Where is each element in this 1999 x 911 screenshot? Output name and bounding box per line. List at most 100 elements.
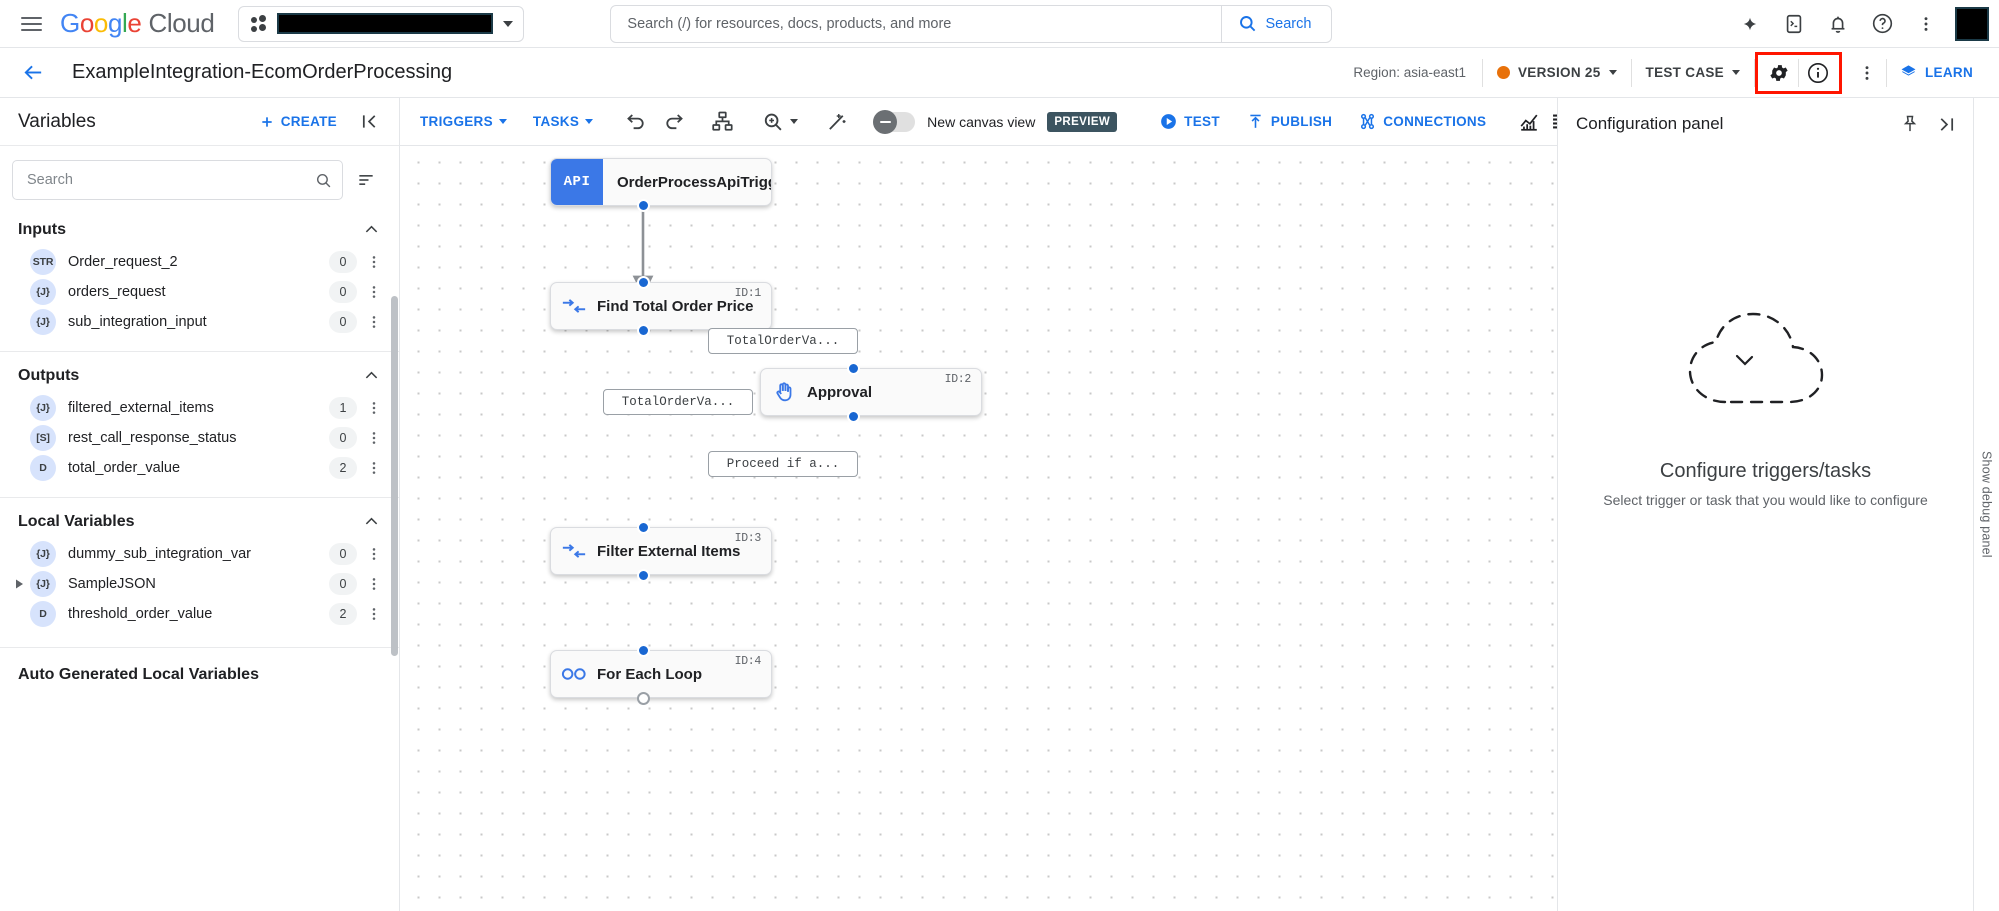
- node-output-port[interactable]: [847, 410, 860, 423]
- metrics-chart-icon[interactable]: [1518, 103, 1540, 141]
- tasks-menu-button[interactable]: TASKS: [521, 105, 605, 139]
- chevron-up-icon[interactable]: [362, 512, 381, 531]
- avatar[interactable]: [1955, 6, 1989, 41]
- variable-more-icon[interactable]: [363, 279, 385, 305]
- page-more-vert-icon[interactable]: [1848, 54, 1886, 92]
- notifications-bell-icon[interactable]: [1819, 5, 1857, 43]
- test-case-selector[interactable]: TEST CASE: [1632, 56, 1754, 90]
- variable-count: 2: [329, 603, 357, 625]
- variable-more-icon[interactable]: [363, 249, 385, 275]
- config-empty-subtitle: Select trigger or task that you would li…: [1603, 492, 1928, 508]
- hamburger-menu-icon[interactable]: [14, 7, 48, 41]
- variable-more-icon[interactable]: [363, 395, 385, 421]
- variable-row[interactable]: {J} orders_request 0: [0, 277, 399, 307]
- sort-filter-icon[interactable]: [351, 165, 381, 195]
- variable-more-icon[interactable]: [363, 455, 385, 481]
- learn-button[interactable]: LEARN: [1887, 63, 1985, 82]
- group-header[interactable]: Outputs: [0, 356, 399, 393]
- node-output-port[interactable]: [637, 569, 650, 582]
- play-circle-icon: [1161, 114, 1177, 129]
- variable-more-icon[interactable]: [363, 541, 385, 567]
- node-task-id: ID:2: [944, 373, 972, 386]
- edge-label[interactable]: Proceed if a...: [708, 451, 858, 477]
- node-input-port[interactable]: [637, 644, 650, 657]
- expand-triangle-icon[interactable]: [8, 578, 30, 590]
- global-search[interactable]: Search: [610, 4, 1333, 43]
- gear-icon[interactable]: [1760, 54, 1798, 92]
- sidebar-scrollbar[interactable]: [391, 296, 398, 656]
- magic-wand-icon[interactable]: [826, 103, 849, 141]
- undo-icon[interactable]: [625, 103, 648, 141]
- node-output-port[interactable]: [637, 199, 650, 212]
- variable-row[interactable]: {J} sub_integration_input 0: [0, 307, 399, 337]
- collapse-panel-icon[interactable]: [353, 106, 385, 138]
- flow-node-trigger[interactable]: API OrderProcessApiTrigger: [550, 158, 772, 206]
- node-input-port[interactable]: [847, 362, 860, 375]
- help-circle-icon[interactable]: [1863, 5, 1901, 43]
- variable-row[interactable]: D total_order_value 2: [0, 453, 399, 483]
- variable-row[interactable]: {J} filtered_external_items 1: [0, 393, 399, 423]
- cloud-shell-icon[interactable]: [1775, 5, 1813, 43]
- edge-label[interactable]: TotalOrderVa...: [603, 389, 753, 415]
- search-button[interactable]: Search: [1221, 5, 1331, 42]
- variables-search-box[interactable]: [12, 160, 343, 200]
- flow-node-task-4[interactable]: For Each Loop ID:4: [550, 650, 772, 698]
- new-canvas-view-label: New canvas view: [927, 113, 1036, 130]
- edge-label[interactable]: TotalOrderVa...: [708, 328, 858, 354]
- auto-layout-icon[interactable]: [711, 103, 734, 141]
- approval-hand-icon: [761, 380, 807, 404]
- variable-row[interactable]: [S] rest_call_response_status 0: [0, 423, 399, 453]
- test-label: TEST: [1184, 114, 1220, 129]
- connections-button[interactable]: CONNECTIONS: [1346, 105, 1498, 139]
- zoom-icon: [765, 113, 782, 130]
- variable-more-icon[interactable]: [363, 425, 385, 451]
- node-output-port[interactable]: [637, 324, 650, 337]
- flow-node-task-3[interactable]: Filter External Items ID:3: [550, 527, 772, 575]
- redo-icon[interactable]: [662, 103, 685, 141]
- group-header[interactable]: Auto Generated Local Variables: [0, 652, 399, 692]
- group-header[interactable]: Local Variables: [0, 502, 399, 539]
- project-selector[interactable]: [238, 5, 525, 42]
- variable-more-icon[interactable]: [363, 571, 385, 597]
- variables-search-input[interactable]: [27, 172, 315, 188]
- variable-row[interactable]: {J} SampleJSON 0: [0, 569, 399, 599]
- more-vert-icon[interactable]: [1907, 5, 1945, 43]
- version-selector[interactable]: VERSION 25: [1483, 56, 1631, 90]
- gemini-sparkle-icon[interactable]: [1731, 5, 1769, 43]
- publish-button[interactable]: PUBLISH: [1234, 105, 1344, 139]
- search-input[interactable]: [611, 5, 1222, 42]
- node-output-port[interactable]: [637, 692, 650, 705]
- node-input-port[interactable]: [637, 276, 650, 289]
- variable-row[interactable]: D threshold_order_value 2: [0, 599, 399, 629]
- back-arrow-icon[interactable]: [16, 56, 50, 90]
- variable-more-icon[interactable]: [363, 601, 385, 627]
- variable-row[interactable]: {J} dummy_sub_integration_var 0: [0, 539, 399, 569]
- new-canvas-view-toggle[interactable]: [873, 109, 916, 134]
- flow-node-task-1[interactable]: Find Total Order Price ID:1: [550, 282, 772, 330]
- zoom-control[interactable]: [754, 105, 806, 139]
- variable-more-icon[interactable]: [363, 309, 385, 335]
- node-input-port[interactable]: [637, 521, 650, 534]
- test-button[interactable]: TEST: [1147, 105, 1232, 139]
- variable-name: total_order_value: [68, 460, 181, 476]
- info-circle-icon[interactable]: [1799, 54, 1837, 92]
- search-icon: [316, 173, 331, 187]
- variable-name: sub_integration_input: [68, 314, 207, 330]
- expand-panel-icon[interactable]: [1929, 107, 1963, 141]
- chevron-up-icon[interactable]: [362, 366, 381, 385]
- variable-row[interactable]: STR Order_request_2 0: [0, 247, 399, 277]
- chevron-up-icon[interactable]: [362, 220, 381, 239]
- variable-name: orders_request: [68, 284, 166, 300]
- integration-flow-canvas[interactable]: API OrderProcessApiTrigger Find Total Or…: [400, 146, 1557, 911]
- triggers-menu-button[interactable]: TRIGGERS: [408, 105, 519, 139]
- flow-node-task-2[interactable]: Approval ID:2: [760, 368, 982, 416]
- create-variable-button[interactable]: CREATE: [251, 108, 345, 136]
- variables-scroll-area[interactable]: Inputs STR Order_request_2 0: [0, 146, 399, 911]
- group-header[interactable]: Inputs: [0, 210, 399, 247]
- project-dots-icon: [251, 14, 267, 33]
- divider: [1482, 58, 1483, 87]
- pin-icon[interactable]: [1893, 107, 1927, 141]
- show-debug-panel-strip[interactable]: Show debug panel: [1973, 98, 1999, 911]
